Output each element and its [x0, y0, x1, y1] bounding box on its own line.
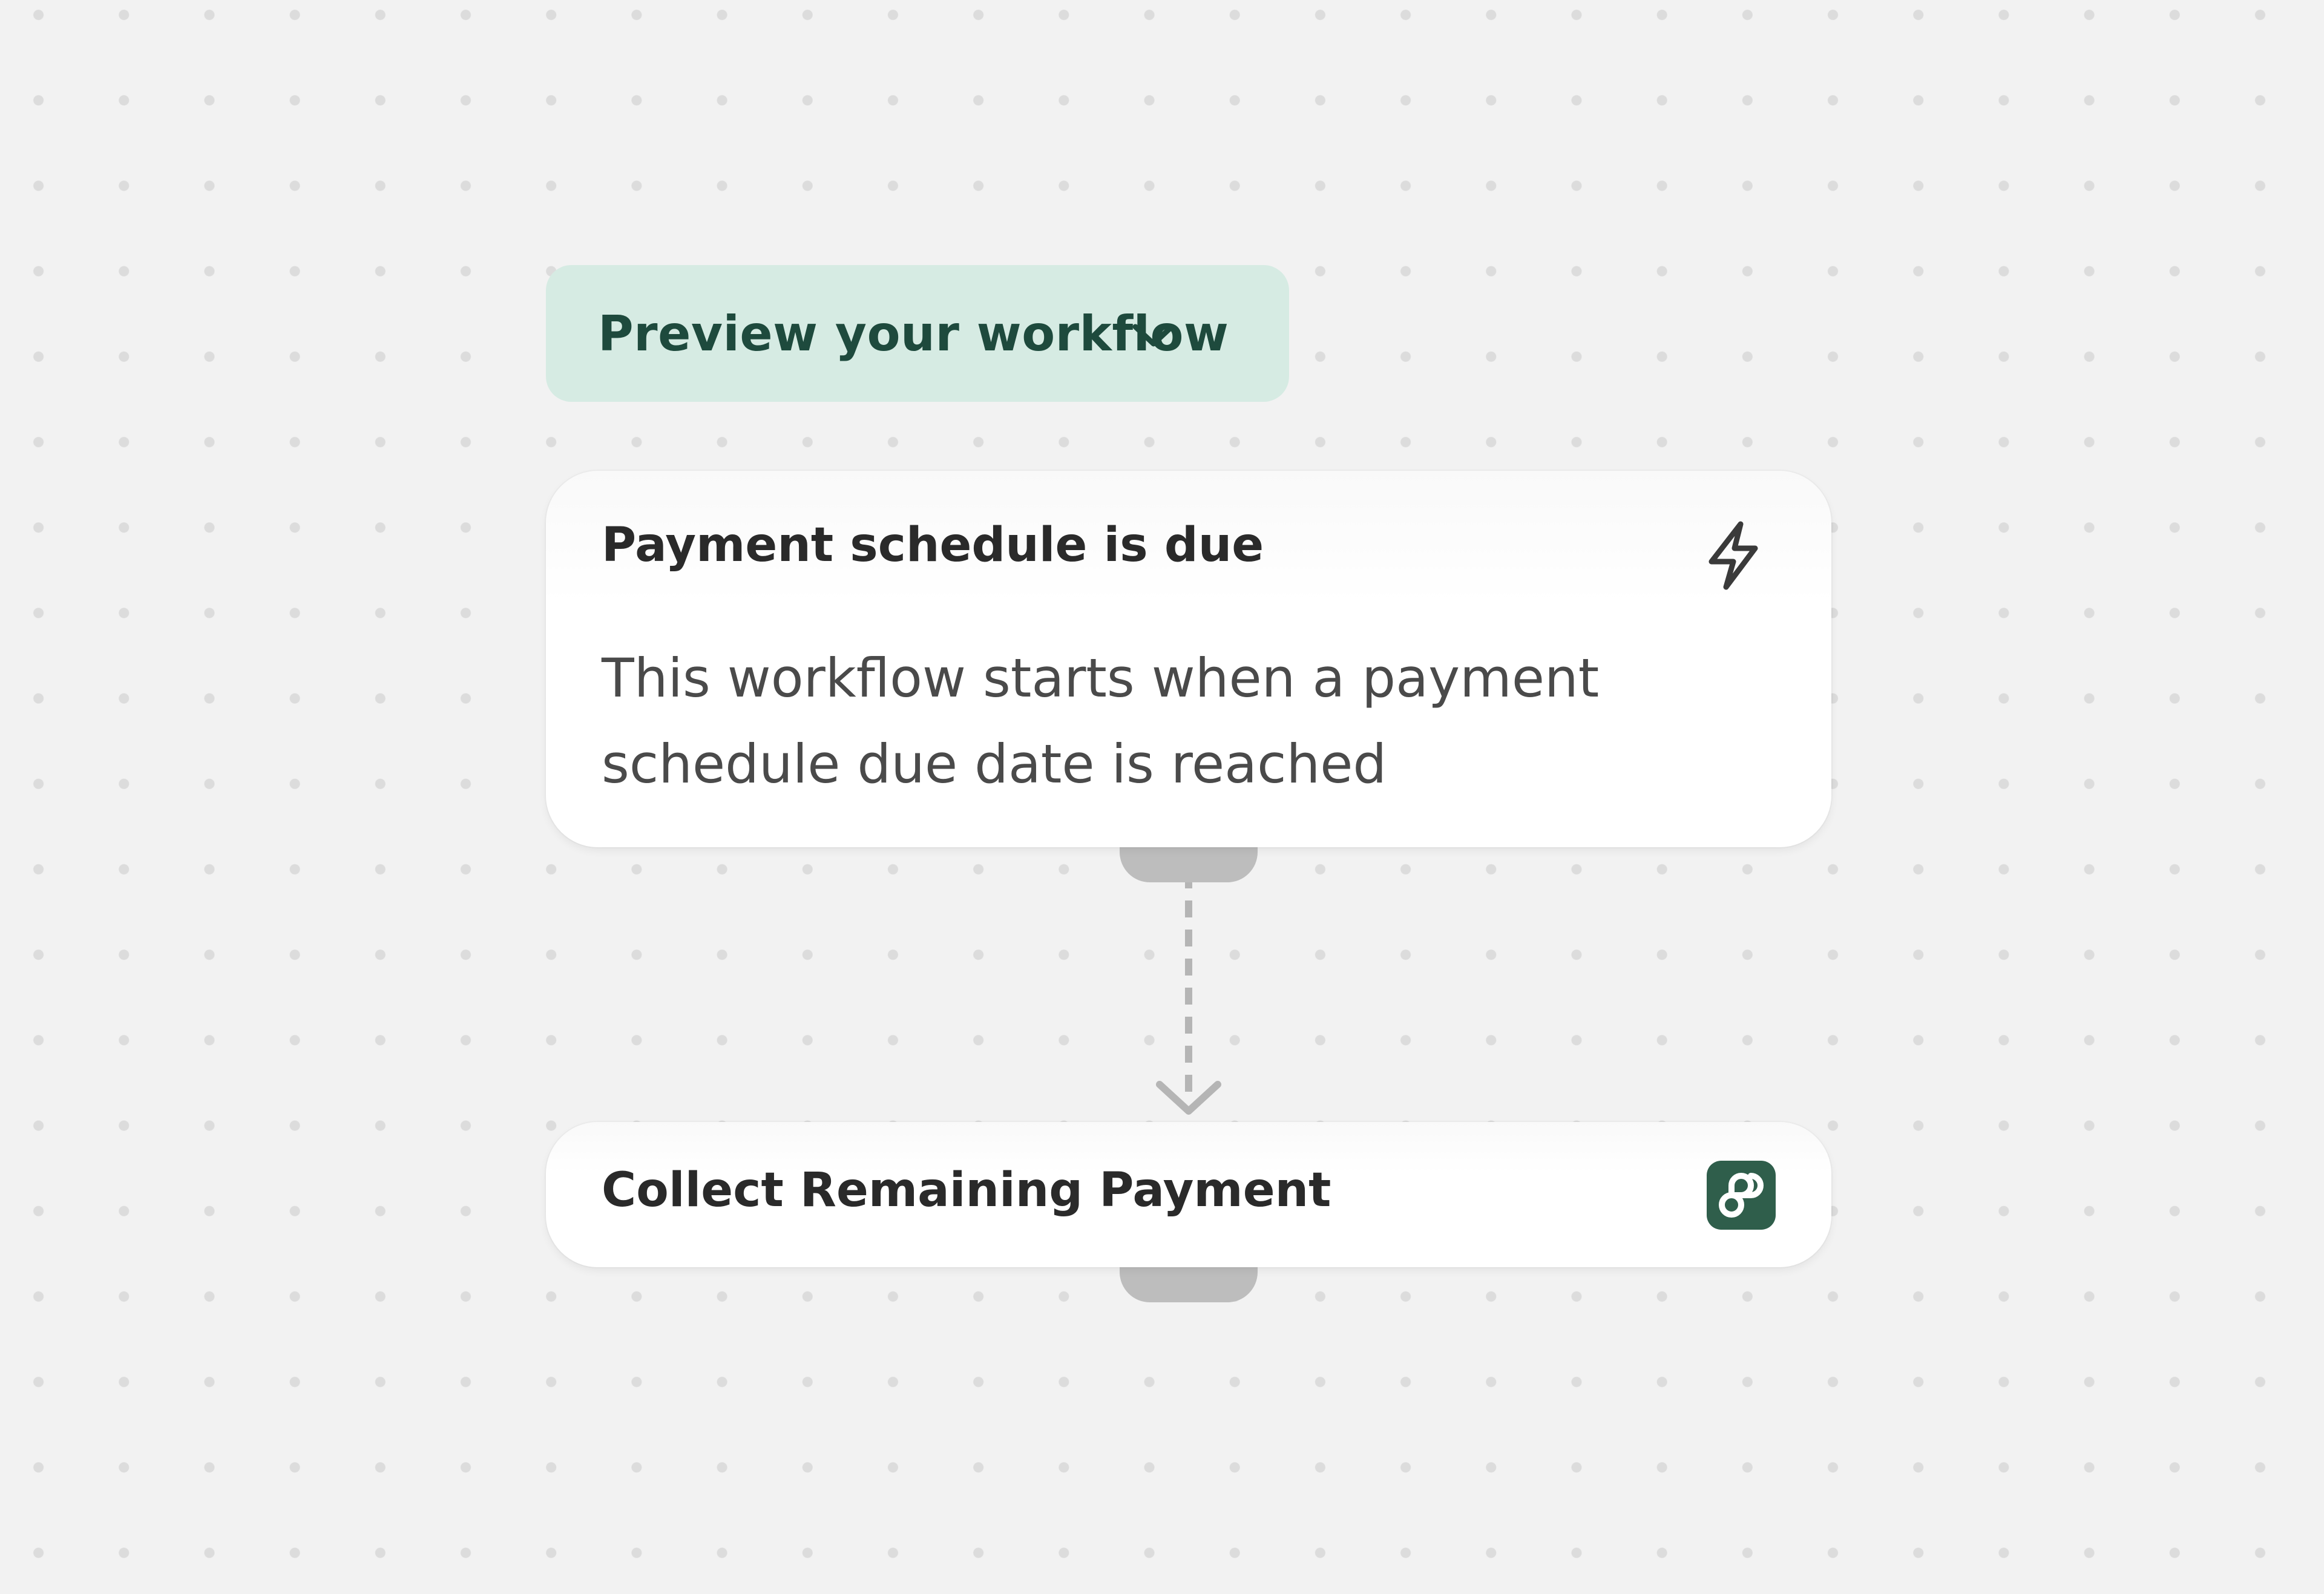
connector-arrow: [1156, 871, 1221, 1115]
trigger-card[interactable]: Payment schedule is due This workflow st…: [546, 471, 1831, 847]
preview-workflow-label: Preview your workflow: [598, 305, 1229, 362]
trigger-title: Payment schedule is due: [602, 518, 1264, 572]
trigger-description: This workflow starts when a payment sche…: [602, 647, 1600, 795]
action-card[interactable]: Collect Remaining Payment: [546, 1122, 1831, 1267]
lightning-bolt-icon: [1709, 521, 1758, 590]
payment-app-icon: [1707, 1161, 1776, 1230]
action-title: Collect Remaining Payment: [602, 1163, 1331, 1218]
preview-workflow-button[interactable]: Preview your workflow: [546, 265, 1289, 402]
chevron-down-icon: [1132, 324, 1175, 347]
